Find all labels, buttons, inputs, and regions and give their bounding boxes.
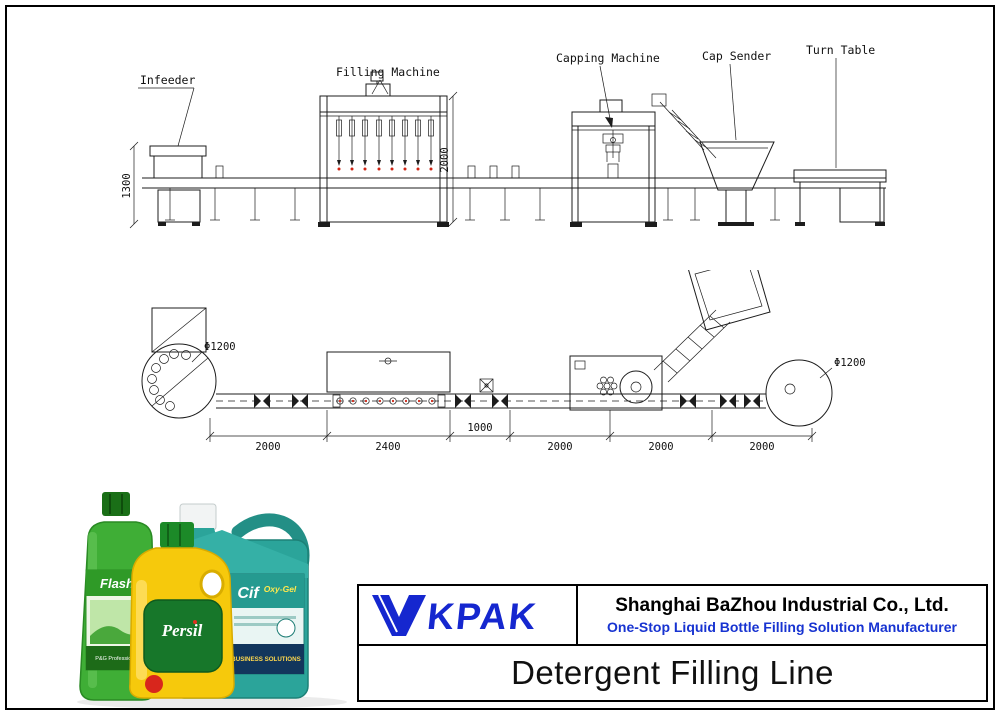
dimension-1300: 1300 [121,141,139,229]
svg-text:1300: 1300 [121,173,133,198]
persil-brand: Persil [161,621,203,640]
svg-text:2000: 2000 [439,147,451,172]
capping-machine-label: Capping Machine [556,51,660,65]
cap-sender-elevation: Cap Sender [651,49,775,226]
dim-seg-1: 2000 [255,441,280,453]
drawing-title: Detergent Filling Line [511,654,834,691]
dim-seg-3: 1000 [467,422,492,434]
flash-footer: P&G Professional [95,656,138,662]
capping-machine-plan [569,355,663,411]
cap-sender-label: Cap Sender [702,49,771,63]
company-name: Shanghai BaZhou Industrial Co., Ltd. [615,595,949,616]
company-logo: KPAK [359,586,578,644]
capping-machine-elevation: Capping Machine [556,51,660,227]
left-turntable-plan: Φ1200 [141,341,236,419]
title-block: KPAK Shanghai BaZhou Industrial Co., Ltd… [357,584,988,702]
filling-nozzles [336,116,434,171]
conveyor-plan [216,393,766,409]
dimension-2000: 2000 [439,91,458,227]
right-diameter-label: Φ1200 [834,357,866,369]
cif-footer: BUSINESS SOLUTIONS [231,656,300,663]
infeeder-elevation: Infeeder 1300 [121,73,207,229]
elevation-view: Infeeder 1300 Filling Machine [121,43,887,229]
pump-plan [479,378,494,393]
capper-star [596,376,618,396]
company-tagline: One-Stop Liquid Bottle Filling Solution … [607,619,957,635]
persil-bottle: Persil [129,522,235,699]
vkpak-logo-letters: KPAK [425,595,539,637]
cif-brand: Cif [237,585,260,602]
plan-view: Φ1200 [141,270,866,453]
infeeder-label: Infeeder [140,73,195,87]
filling-machine-label: Filling Machine [336,65,440,79]
cap-chute [651,93,717,159]
infeed-table-plan [151,307,207,353]
bottles-on-conveyor [215,165,520,179]
turn-table-label: Turn Table [806,43,875,57]
turn-table-elevation: Turn Table [793,43,887,226]
bottle-guides [254,394,760,408]
dimension-chain: 2000 2400 1000 2000 2000 2000 [205,410,817,453]
right-turntable-plan: Φ1200 [765,357,866,427]
left-diameter-label: Φ1200 [204,341,236,353]
vkpak-logo-mark [371,594,426,636]
conveyor-elevation [142,165,886,221]
filling-machine-elevation: Filling Machine [318,65,458,227]
dim-seg-6: 2000 [749,441,774,453]
dim-seg-4: 2000 [547,441,572,453]
capping-head [602,130,624,179]
flash-brand: Flash [100,576,134,591]
cif-line: Oxy-Gel [264,584,297,594]
dim-seg-5: 2000 [648,441,673,453]
cap-elevator-plan [653,270,771,383]
product-photo: Flash P&G Professional Cif Oxy-Gel BUSIN… [77,492,347,709]
dim-seg-2: 2400 [375,441,400,453]
filling-machine-plan [326,351,451,408]
nozzle-row-plan [336,397,436,405]
